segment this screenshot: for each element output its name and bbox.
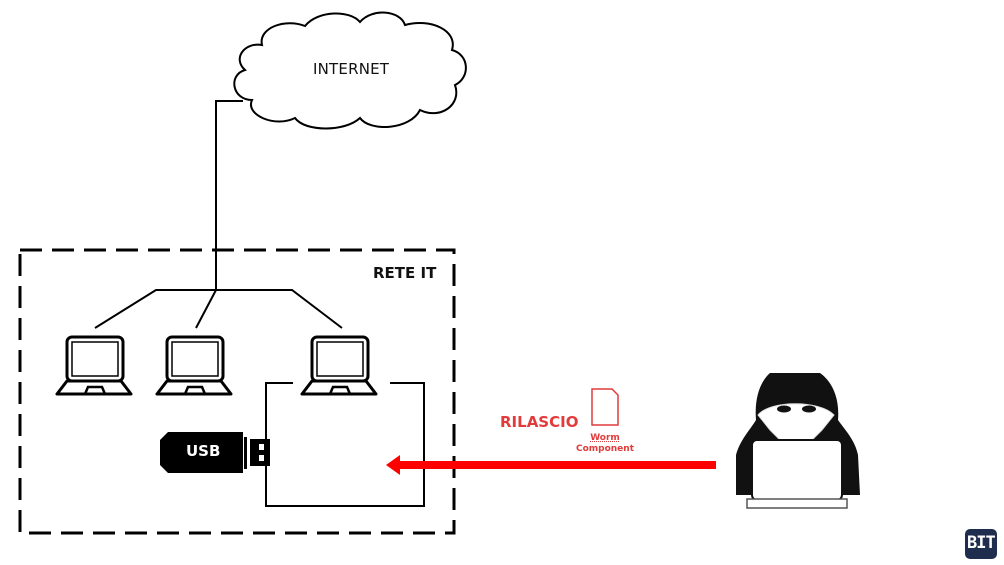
internet-label: INTERNET [313,60,390,78]
laptop-icon [155,335,233,396]
usb-label: USB [186,442,221,460]
worm-label-line1: Worm [590,433,620,443]
hacker-icon [736,373,860,509]
network-cables [94,100,343,329]
laptop-icon [300,335,378,396]
document-icon [591,388,619,426]
worm-component-label: Worm Component [573,433,637,455]
release-label: RILASCIO [500,413,579,431]
target-box [265,382,425,507]
logo-text: BIT [967,533,996,553]
usb-icon [160,432,270,473]
laptop-icon [55,335,133,396]
network-zone-border [18,248,456,535]
network-zone-label: RETE IT [373,264,437,282]
internet-cloud [233,11,467,130]
worm-label-line2: Component [575,444,634,454]
logo-badge [965,529,997,559]
attack-arrow [386,455,716,475]
